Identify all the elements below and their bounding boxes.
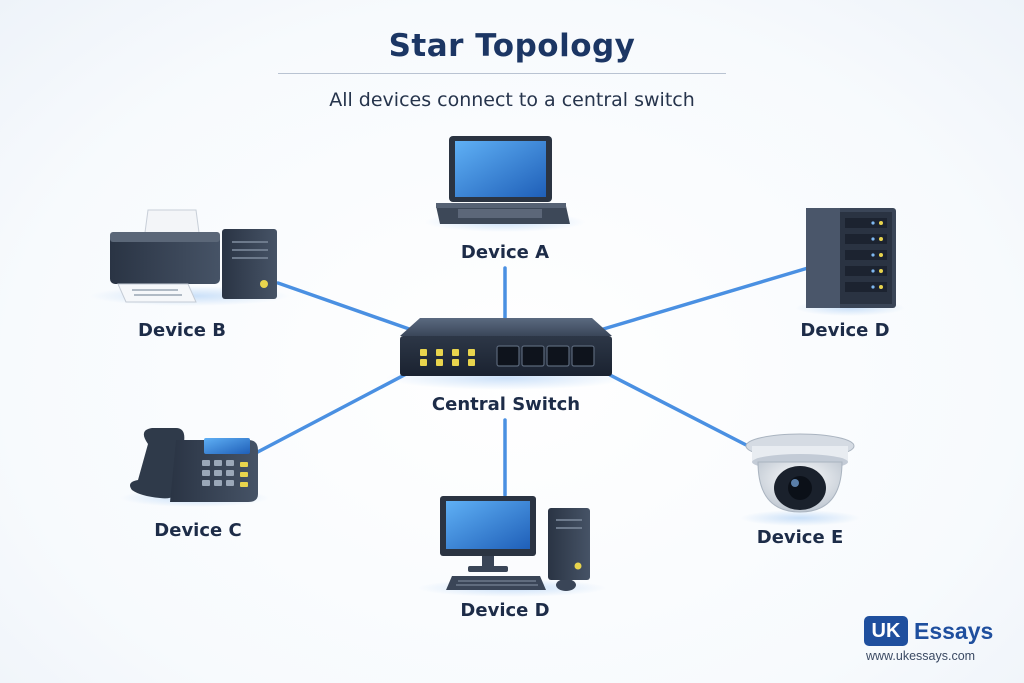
label-device-c: Device C xyxy=(154,520,242,541)
label-device-e: Device E xyxy=(756,527,844,548)
link-device-d-right xyxy=(598,266,810,332)
logo-mark: UK xyxy=(864,616,908,646)
label-central-switch: Central Switch xyxy=(431,394,581,415)
dome-camera-icon xyxy=(740,433,860,526)
network-switch-icon xyxy=(386,318,626,390)
uk-essays-logo[interactable]: UK Essays www.ukessays.com xyxy=(864,616,1014,670)
link-device-b xyxy=(276,281,414,332)
desk-phone-icon xyxy=(120,428,270,507)
laptop-icon xyxy=(425,136,585,232)
link-device-e xyxy=(608,373,754,450)
printer-and-pc-tower-icon xyxy=(90,209,290,306)
link-device-c xyxy=(250,370,412,457)
label-device-b: Device B xyxy=(138,320,226,341)
desktop-computer-icon xyxy=(417,496,607,597)
page-subtitle: All devices connect to a central switch xyxy=(329,89,695,111)
label-device-d-right: Device D xyxy=(800,320,890,341)
label-device-a: Device A xyxy=(460,242,550,263)
title-divider xyxy=(278,73,726,74)
website-url[interactable]: www.ukessays.com xyxy=(866,649,976,663)
page-title: Star Topology xyxy=(388,28,636,64)
logo-name: Essays xyxy=(914,618,994,644)
server-rack-icon xyxy=(795,208,905,316)
connection-links xyxy=(250,266,810,497)
label-device-d-bottom: Device D xyxy=(460,600,550,621)
